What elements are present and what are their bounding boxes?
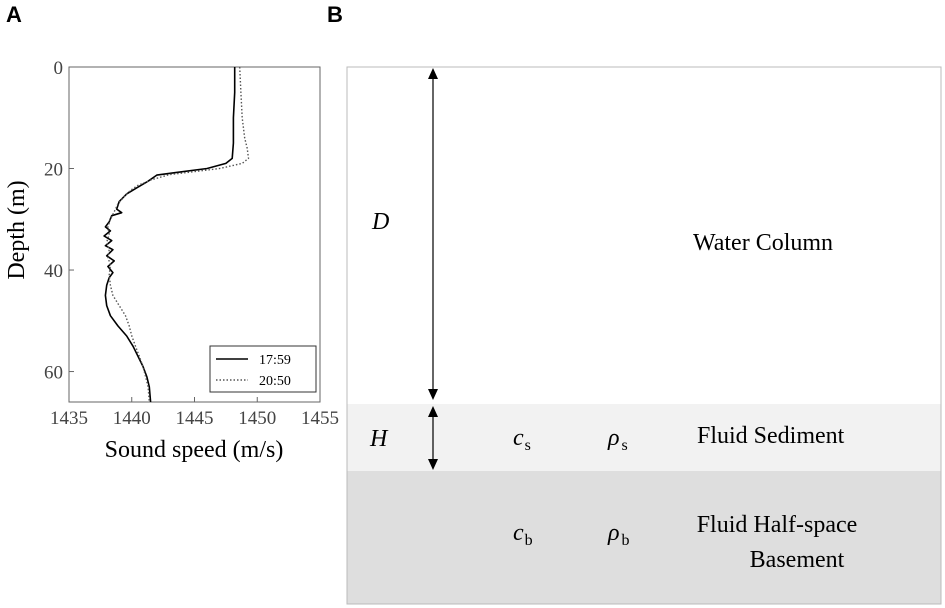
fluid-sediment-layer xyxy=(347,404,941,471)
basement-label-line2: Basement xyxy=(750,547,845,573)
x-axis-ticks: 1435 1440 1445 1450 1455 xyxy=(50,397,339,429)
panel-a: A 0 20 40 60 1435 1440 1445 1450 1455 Depth (m)… xyxy=(4,2,339,463)
y-axis-ticks: 0 20 40 60 xyxy=(44,58,74,384)
water-column-layer xyxy=(347,67,941,404)
diagram-border xyxy=(346,66,942,605)
panel-b-letter: B xyxy=(327,2,343,27)
basement-speed-subscript: b xyxy=(525,532,533,549)
water-column-label: Water Column xyxy=(693,230,833,256)
sediment-speed-subscript: s xyxy=(525,437,531,454)
y-tick-label: 20 xyxy=(44,160,63,181)
sediment-arrow-head-top xyxy=(428,406,438,417)
x-tick-label: 1455 xyxy=(301,408,339,429)
y-tick-label: 60 xyxy=(44,363,63,384)
y-tick-label: 40 xyxy=(44,261,63,282)
depth-symbol: D xyxy=(371,209,389,235)
fluid-sediment-label: Fluid Sediment xyxy=(697,423,845,449)
sediment-density-subscript: s xyxy=(622,437,628,454)
series-layer xyxy=(103,67,250,402)
y-axis-label: Depth (m) xyxy=(4,180,30,279)
sediment-thickness-symbol: H xyxy=(369,426,389,452)
x-axis-label: Sound speed (m/s) xyxy=(105,437,284,463)
y-tick-label: 0 xyxy=(54,58,64,79)
sediment-speed-symbol: cs xyxy=(513,425,531,454)
legend-label-20-50: 20:50 xyxy=(259,374,291,389)
sediment-arrow-head-bottom xyxy=(428,459,438,470)
basement-layer xyxy=(347,471,941,604)
legend-label-17-59: 17:59 xyxy=(259,353,291,368)
depth-arrow-head-top xyxy=(428,68,438,79)
basement-label-line1: Fluid Half-space xyxy=(697,512,858,538)
series-line-17-59 xyxy=(103,67,236,402)
legend-box xyxy=(209,345,317,393)
x-tick-label: 1445 xyxy=(176,408,214,429)
basement-speed-symbol: cb xyxy=(513,520,533,549)
x-tick-label: 1450 xyxy=(238,408,276,429)
panel-b: B D H Water Column Fluid Sediment Fluid … xyxy=(327,2,942,605)
basement-density-subscript: b xyxy=(622,532,630,549)
x-tick-label: 1440 xyxy=(113,408,151,429)
sediment-thickness-arrow xyxy=(428,406,438,470)
x-tick-label: 1435 xyxy=(50,408,88,429)
depth-arrow xyxy=(428,68,438,400)
depth-arrow-head-bottom xyxy=(428,389,438,400)
series-line-20-50 xyxy=(105,67,250,402)
legend: 17:59 20:50 xyxy=(209,345,317,393)
panel-a-letter: A xyxy=(6,2,22,27)
